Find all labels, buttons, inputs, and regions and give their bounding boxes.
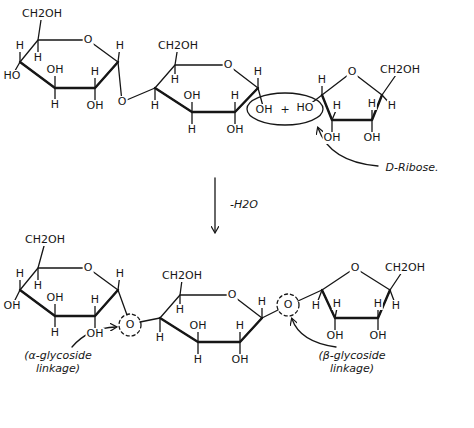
furanose-ring: [322, 72, 382, 120]
atom-label: OH: [86, 328, 105, 340]
atom-label: CH2OH: [24, 234, 66, 246]
atom-label: H: [155, 332, 165, 344]
linkage-label: (α-glycoside linkage): [5, 349, 111, 375]
atom-label: O: [347, 66, 358, 78]
atom-label: O: [125, 319, 136, 331]
atom-label: H: [175, 304, 185, 316]
bonds: [305, 72, 398, 138]
atom-label: H: [257, 296, 267, 308]
atom-label: OH: [46, 64, 65, 76]
atom-label: H: [115, 40, 125, 52]
atom-label: H: [33, 52, 43, 64]
atom-label: CH2OH: [161, 270, 203, 282]
atom-label: O: [283, 299, 294, 311]
atom-label: CH2OH: [157, 40, 199, 52]
atom-label: O: [83, 262, 94, 274]
linkage-circle: [277, 294, 299, 316]
ring-front-edge: [155, 88, 258, 112]
atom-label: OH: [363, 132, 382, 144]
atom-label: HO: [3, 70, 22, 82]
ring-front-edge: [160, 318, 262, 342]
bonds: [316, 272, 402, 336]
atom-label: H: [187, 124, 197, 136]
reaction-condition: -H2O: [229, 199, 259, 211]
atom-label: H: [15, 268, 25, 280]
atom-label: OH: [369, 330, 388, 342]
atom-label: OH: [86, 100, 105, 112]
atom-label: H: [90, 294, 100, 306]
atom-label: CH2OH: [21, 8, 63, 20]
bonds: [12, 20, 155, 106]
atom-label: H: [50, 99, 60, 111]
atom-label: H: [373, 298, 383, 310]
atom-label: H: [387, 100, 397, 112]
molecule-name: D-Ribose.: [385, 162, 440, 174]
atom-label: H: [311, 300, 321, 312]
pointer-arrow: [72, 327, 116, 347]
atom-label: O: [227, 289, 238, 301]
ring-front-edge: [20, 290, 118, 316]
atom-label: CH2OH: [384, 262, 426, 274]
atom-label: H: [150, 100, 160, 112]
atom-label: H: [115, 268, 125, 280]
atom-label: OH: [3, 300, 22, 312]
atom-label: OH: [226, 124, 245, 136]
atom-label: H: [332, 100, 342, 112]
atom-label: OH: [255, 104, 274, 116]
pyranose-ring: [160, 295, 262, 342]
linkage-label: (β-glycoside linkage): [299, 349, 405, 375]
atom-label: O: [117, 96, 128, 108]
atom-label: H: [33, 280, 43, 292]
atom-label: H: [193, 354, 203, 366]
ring-front-edge: [322, 95, 382, 120]
bonds: [155, 46, 264, 130]
atom-label: H: [230, 90, 240, 102]
bonds: [160, 280, 322, 360]
ring-front-edge: [20, 62, 118, 88]
reaction-arrow: [214, 178, 215, 232]
pyranose-ring: [20, 268, 118, 316]
pyranose-ring: [155, 65, 258, 112]
atom-label: H: [253, 66, 263, 78]
atom-label: O: [223, 59, 234, 71]
atom-label: OH: [326, 330, 345, 342]
bonds: [12, 246, 160, 334]
atom-label: OH: [189, 320, 208, 332]
atom-label: OH: [183, 90, 202, 102]
atom-label: H: [15, 40, 25, 52]
atom-label: OH: [231, 354, 250, 366]
atom-label: H: [332, 298, 342, 310]
atom-label: O: [350, 262, 361, 274]
atom-label: H: [170, 74, 180, 86]
atom-label: H: [391, 300, 401, 312]
furanose-ring: [322, 268, 390, 318]
atom-label: H: [235, 320, 245, 332]
linkage-circle: [119, 314, 141, 336]
atom-label: H: [317, 74, 327, 86]
atom-label: CH2OH: [379, 64, 421, 76]
pyranose-ring: [20, 40, 118, 88]
ring-front-edge: [322, 290, 390, 318]
atom-label: HO: [296, 102, 315, 114]
atom-label: H: [367, 98, 377, 110]
atom-label: OH: [323, 132, 342, 144]
atom-label: OH: [46, 292, 65, 304]
plus-sign: +: [279, 104, 290, 116]
atom-label: H: [90, 66, 100, 78]
atom-label: H: [50, 327, 60, 339]
atom-label: O: [83, 34, 94, 46]
circled-water-groups: [247, 93, 323, 125]
